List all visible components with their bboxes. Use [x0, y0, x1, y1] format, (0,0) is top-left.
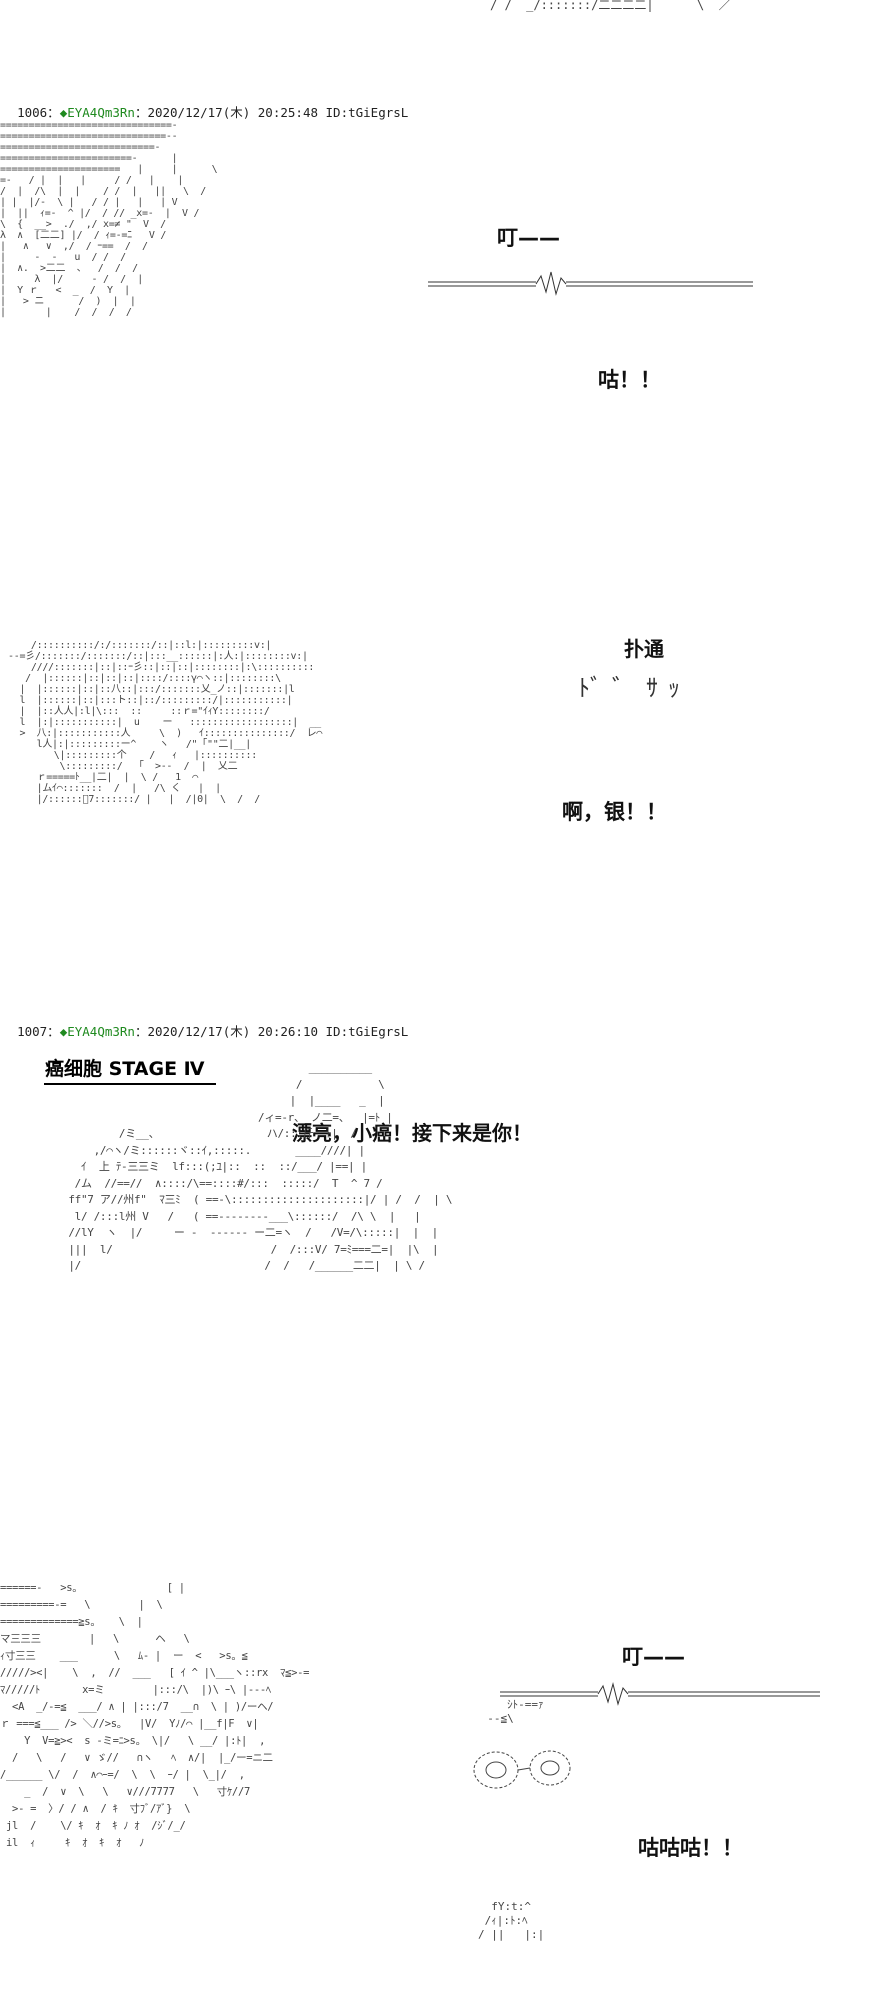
top-fragment: / / _/:::::::/二二二二| \ ／ [490, 0, 731, 12]
post-header-1006: 1006：◆EYA4Qm3Rn：2020/12/17(木) 20:25:48 I… [2, 87, 408, 121]
speech-ding-2: 叮—— [622, 1645, 685, 1669]
ascii-art-face-closeup: ==============================- ========… [0, 120, 218, 318]
sfx-putong: ﾄﾞ゛ｻｯ [578, 674, 690, 702]
post-number: 1007 [17, 1024, 48, 1039]
speech-gugugu: 咕咕咕！！ [638, 1836, 743, 1860]
stage-label: 癌细胞 STAGE Ⅳ [45, 1058, 205, 1080]
post-separator: ： [47, 1024, 60, 1039]
post-header-1007: 1007：◆EYA4Qm3Rn：2020/12/17(木) 20:26:10 I… [2, 1006, 408, 1040]
sound-beam-line-2 [500, 1682, 820, 1706]
speech-piaoliang: 漂亮，小癌！接下来是你！ [292, 1121, 532, 1145]
tripcode-link[interactable]: ◆EYA4Qm3Rn [59, 105, 135, 120]
post-datetime: ：2020/12/17(木) 20:26:10 ID:tGiEgrsL [134, 1024, 409, 1039]
stage-label-underline [44, 1083, 216, 1085]
speech-putong: 扑通 [624, 637, 664, 661]
tripcode-link[interactable]: ◆EYA4Qm3Rn [59, 1024, 135, 1039]
speech-a-yin: 啊，银！！ [562, 800, 667, 824]
post-separator: ： [47, 105, 60, 120]
ascii-scribble: ｼﾄ-==ｧ --≦\ [487, 1698, 544, 1725]
ascii-art-cell-attack: __________ / \ | |____ _ | /ィ=-r、_ノ二=、 |… [68, 1061, 453, 1272]
post-number: 1006 [17, 105, 48, 120]
goggles-drawing [473, 1750, 571, 1789]
speech-gu-1: 咕！！ [598, 368, 661, 392]
sound-beam-line-1 [428, 271, 753, 296]
ascii-scribble-bottom: fY:t:^ /ｨ|:ﾄ:ﾍ / || |:| [478, 1900, 545, 1941]
ascii-art-dive: ======- >s。 [ | =========-= \ | \ ======… [0, 1582, 310, 1849]
ascii-art-fallen: /::::::::::/:/:::::::/::|::l:|:::::::::v… [8, 640, 323, 805]
post-datetime: ：2020/12/17(木) 20:25:48 ID:tGiEgrsL [134, 105, 409, 120]
speech-ding-1: 叮—— [497, 226, 560, 250]
